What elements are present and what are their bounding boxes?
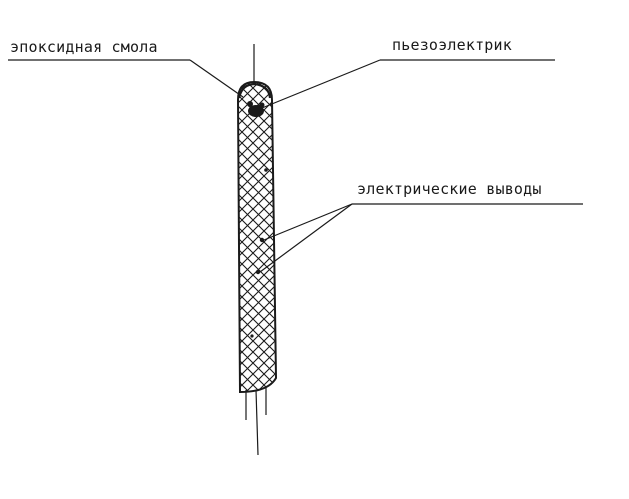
lead-contact-dots — [250, 168, 268, 338]
epoxy-leader — [8, 59, 244, 98]
bottom-lead-wires — [245, 388, 267, 456]
epoxy-label: эпоксидная смола — [10, 38, 158, 56]
sensor-body — [236, 80, 278, 394]
epoxy-cap — [237, 82, 272, 99]
piezo-element — [247, 101, 265, 117]
piezo-leader — [261, 59, 555, 109]
leads-label: электрические выводы — [357, 180, 542, 198]
piezo-label: пьезоэлектрик — [392, 36, 512, 54]
leads-leader — [259, 203, 583, 273]
